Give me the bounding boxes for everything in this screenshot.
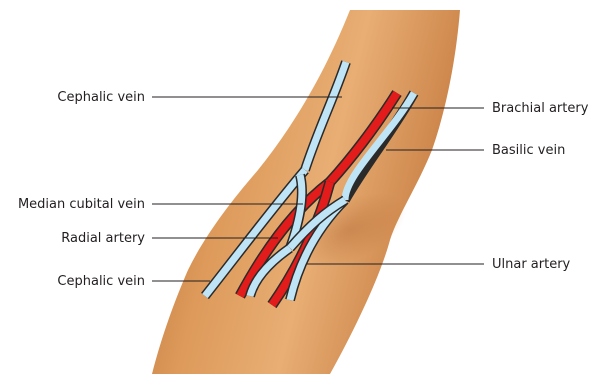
label-basilic-vein: Basilic vein bbox=[492, 143, 565, 158]
label-median-cubital-vein: Median cubital vein bbox=[18, 197, 145, 212]
label-radial-artery: Radial artery bbox=[61, 231, 145, 246]
label-cephalic-vein-upper: Cephalic vein bbox=[57, 90, 145, 105]
label-brachial-artery: Brachial artery bbox=[492, 101, 589, 116]
label-ulnar-artery: Ulnar artery bbox=[492, 257, 571, 272]
label-cephalic-vein-lower: Cephalic vein bbox=[57, 274, 145, 289]
